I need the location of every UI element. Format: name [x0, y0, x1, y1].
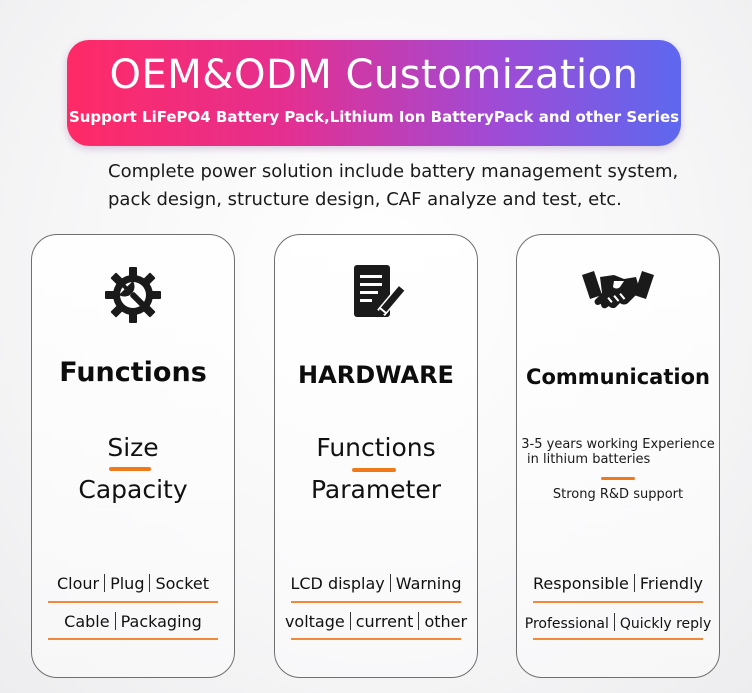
divider-line	[291, 601, 461, 603]
card-title: Functions	[59, 357, 207, 388]
option-item: Warning	[395, 574, 462, 593]
card-title: Communication	[526, 365, 710, 389]
primary-functions: Functions	[316, 433, 436, 462]
intro-line-2: pack design, structure design, CAF analy…	[108, 189, 622, 210]
options-row-1: LCD display Warning	[275, 574, 477, 593]
divider-line	[48, 638, 218, 640]
title-banner: OEM&ODM Customization Support LiFePO4 Ba…	[67, 40, 681, 146]
document-pen-icon	[275, 263, 477, 327]
detail-line: in lithium batteries	[527, 452, 651, 467]
divider-line	[291, 638, 461, 640]
option-item: Socket	[155, 574, 210, 593]
option-item: Plug	[110, 574, 145, 593]
divider-line	[533, 601, 703, 603]
primary-parameter: Parameter	[310, 475, 442, 504]
accent-bar	[601, 477, 635, 480]
option-item: voltage	[284, 612, 345, 631]
intro-text: Complete power solution include battery …	[108, 158, 708, 214]
option-item: Clour	[56, 574, 100, 593]
options-row-2: Professional Quickly reply	[517, 613, 719, 632]
gear-wrench-icon	[32, 263, 234, 327]
option-item: Friendly	[639, 574, 703, 593]
option-item: LCD display	[290, 574, 385, 593]
divider-line	[533, 638, 703, 640]
detail-rd-support: Strong R&D support	[552, 487, 684, 502]
divider-line	[48, 601, 218, 603]
primary-capacity: Capacity	[78, 475, 188, 504]
card-hardware: HARDWARE Functions Parameter LCD display…	[274, 234, 478, 678]
options-row-1: Clour Plug Socket	[32, 574, 234, 593]
options-row-2: voltage current other	[275, 612, 477, 631]
handshake-icon	[517, 267, 719, 331]
option-item: other	[424, 612, 468, 631]
banner-subtitle: Support LiFePO4 Battery Pack,Lithium Ion…	[68, 108, 680, 126]
primary-size: Size	[107, 433, 159, 462]
option-item: Packaging	[120, 612, 202, 631]
option-item: Responsible	[532, 574, 629, 593]
option-item: Quickly reply	[619, 616, 712, 632]
option-item: Cable	[64, 612, 110, 631]
intro-line-1: Complete power solution include battery …	[108, 161, 679, 182]
card-communication: Communication 3-5 years working Experien…	[516, 234, 720, 678]
detail-experience: 3-5 years working Experience in lithium …	[517, 437, 719, 467]
option-item: Professional	[524, 616, 609, 632]
card-title: HARDWARE	[298, 361, 454, 389]
accent-bar	[352, 468, 396, 472]
banner-title: OEM&ODM Customization	[109, 52, 639, 98]
accent-bar	[109, 467, 151, 471]
options-row-2: Cable Packaging	[32, 612, 234, 631]
detail-line: 3-5 years working Experience	[521, 437, 715, 452]
option-item: current	[355, 612, 414, 631]
options-row-1: Responsible Friendly	[517, 574, 719, 593]
